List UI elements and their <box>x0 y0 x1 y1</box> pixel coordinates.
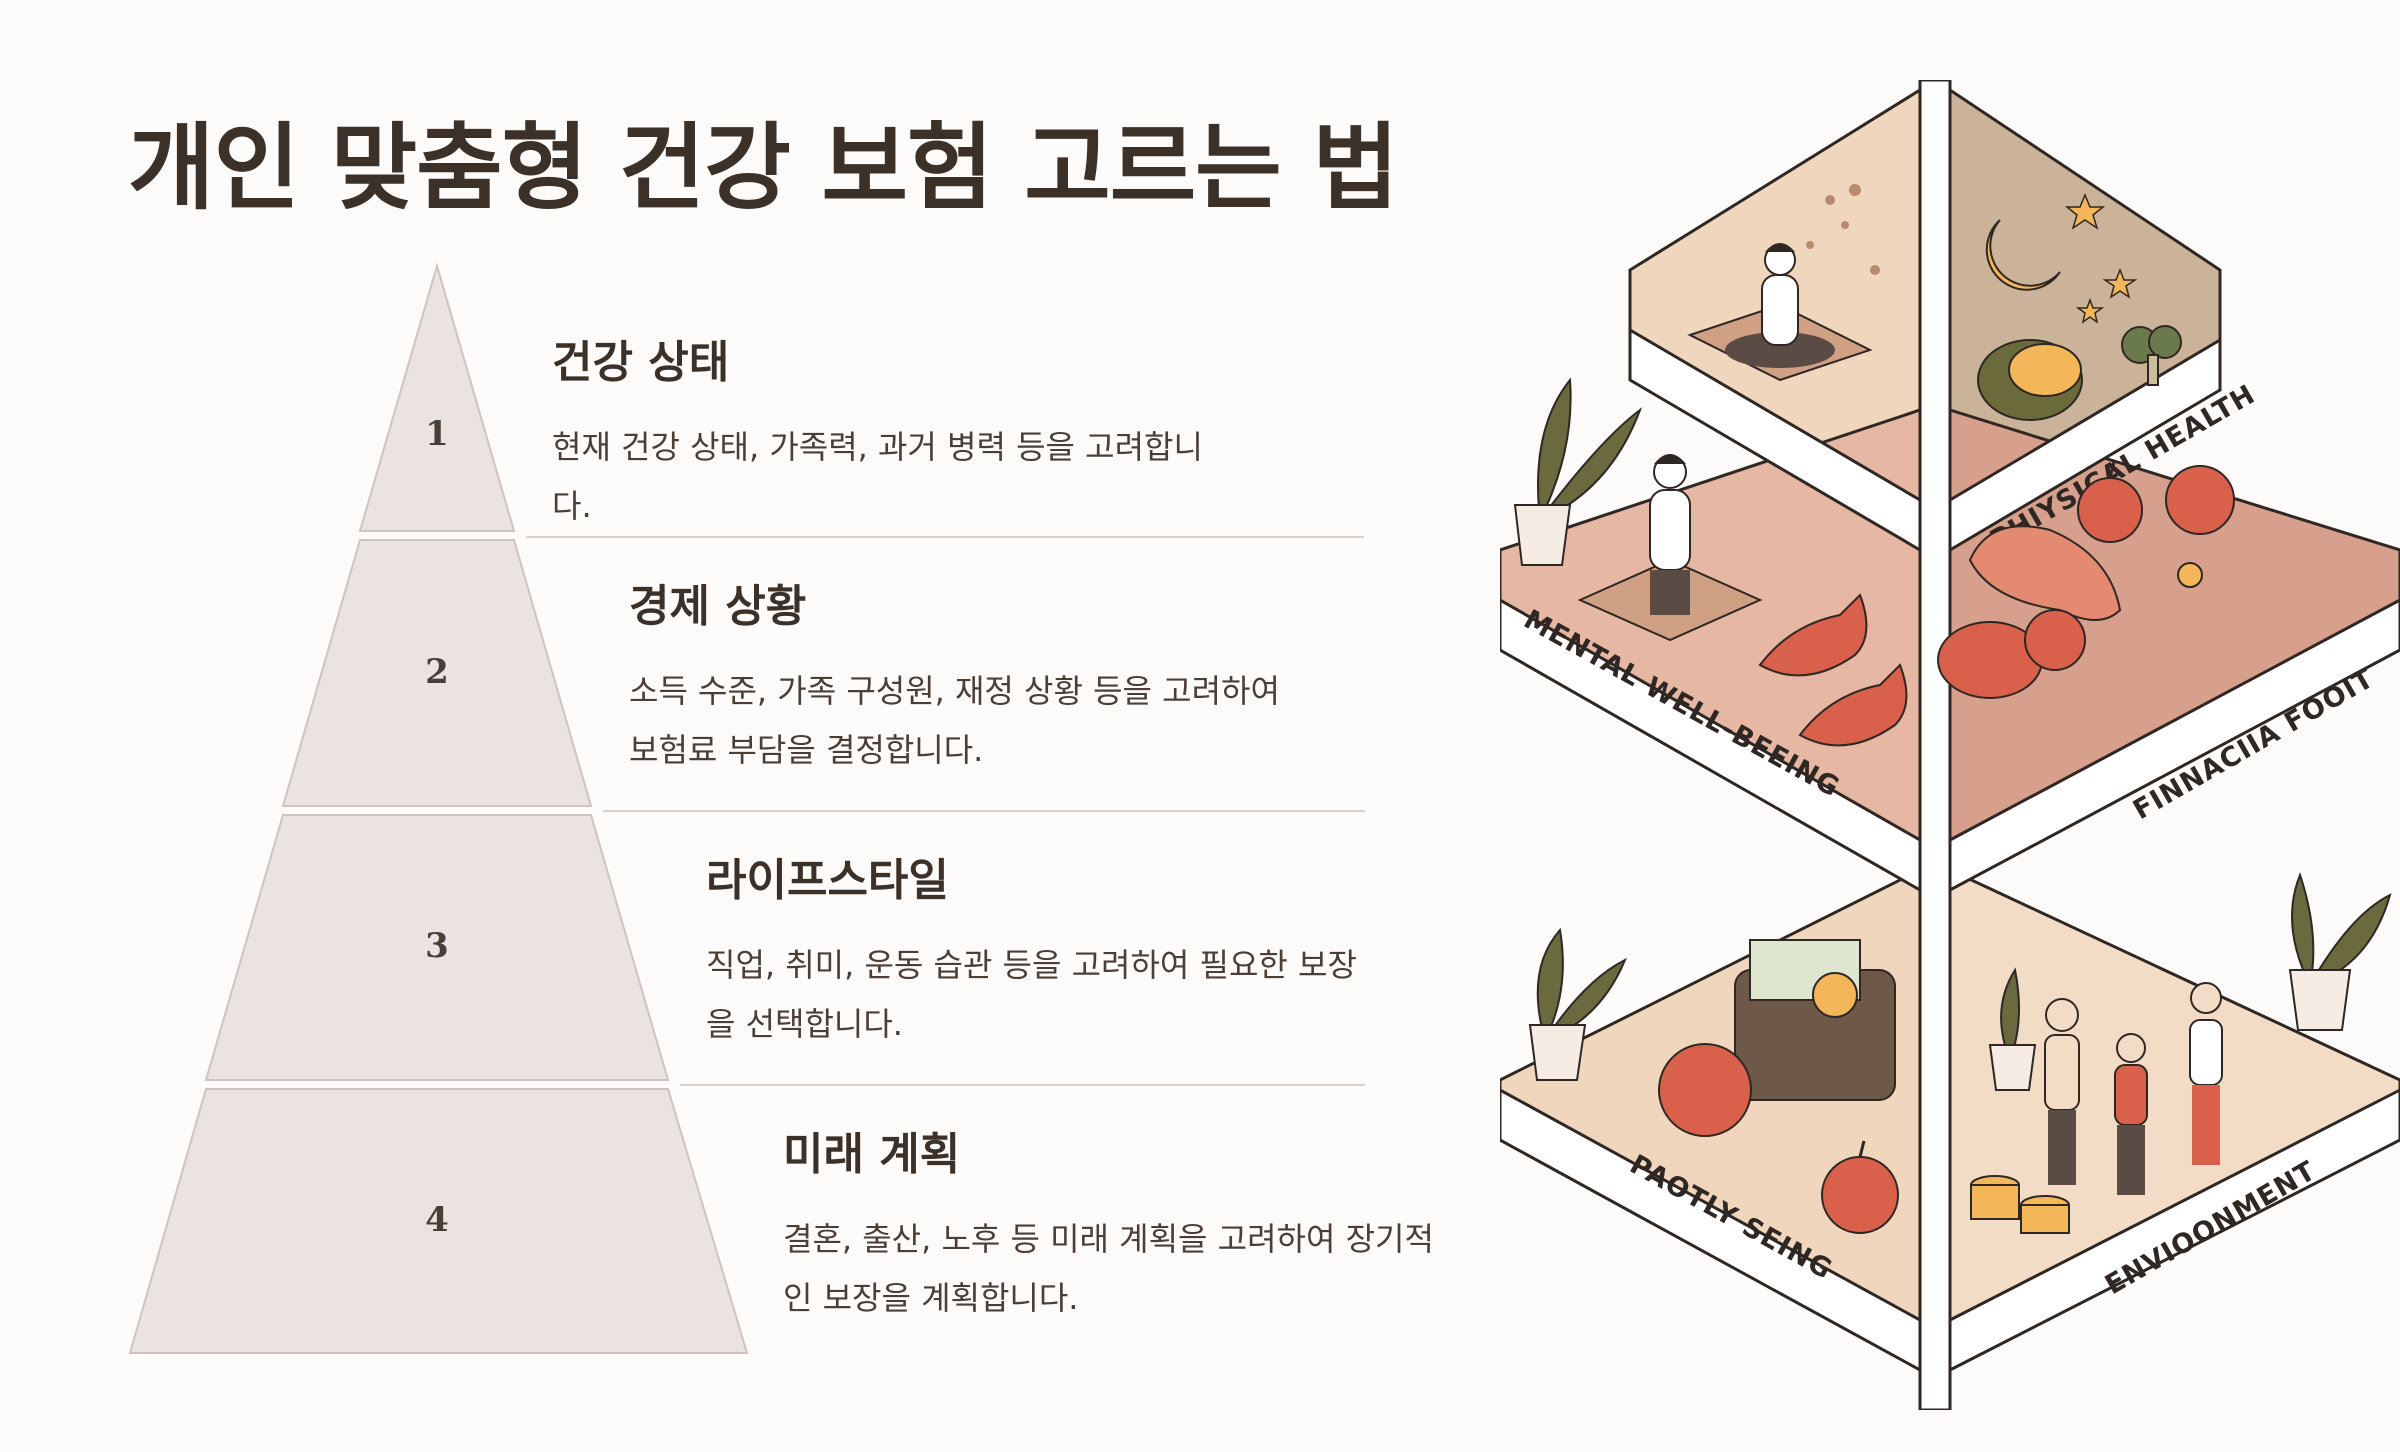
potted-plant-icon <box>1513 377 1643 566</box>
tier-number-2: 2 <box>425 652 449 692</box>
sitting-person-icon <box>1577 454 1763 642</box>
potted-plant-2-icon <box>1528 927 1627 1081</box>
sparkles-icon <box>1806 184 1880 275</box>
wellness-shelf-illustration: MENTAL WELL-BEEING PHIYSICAL HEALTH FINN… <box>1500 80 2400 1410</box>
apple-icon <box>2077 461 2143 543</box>
meditation-person-icon <box>1687 243 1873 382</box>
broccoli-icon <box>2121 325 2182 386</box>
page-title: 개인 맞춤형 건강 보험 고르는 법 <box>128 114 1399 223</box>
separator-3 <box>680 1084 1365 1086</box>
tier-3-description: 직업, 취미, 운동 습관 등을 고려하여 필요한 보장을 선택합니다. <box>706 946 1357 1043</box>
center-divider <box>1918 80 1952 1410</box>
apple-2-icon <box>1658 1043 1752 1137</box>
pyramid-tier-1 <box>358 262 516 532</box>
pyramid-tier-3 <box>204 814 670 1081</box>
coin-icon <box>2177 562 2203 588</box>
apple-3-icon <box>1821 1140 1899 1234</box>
pyramid-tier-4 <box>128 1088 749 1354</box>
meat-icon <box>1937 609 2086 699</box>
moon-icon <box>1985 219 2061 291</box>
separator-1 <box>526 536 1364 538</box>
potted-plant-4-icon <box>1988 967 2037 1091</box>
potted-plant-3-icon <box>2288 872 2392 1031</box>
tier-3-title: 라이프스타일 <box>706 855 949 906</box>
tier-1-title: 건강 상태 <box>552 337 730 388</box>
tier-number-3: 3 <box>425 926 449 966</box>
coin-stack-icon <box>1970 1175 2070 1234</box>
melon-icon <box>1977 339 2083 421</box>
tier-2-description: 소득 수준, 가족 구성원, 재정 상황 등을 고려하여 보험료 부담을 결정합… <box>629 672 1280 769</box>
separator-2 <box>603 810 1365 812</box>
wallet-icon <box>1734 939 1896 1101</box>
tier-1-content: 건강 상태 현재 건강 상태, 가족력, 과거 병력 등을 고려합니다. <box>552 326 1332 536</box>
tier-4-description: 결혼, 출산, 노후 등 미래 계획을 고려하여 장기적인 보장을 계획합니다. <box>783 1220 1434 1317</box>
pyramid-diagram <box>128 262 749 1354</box>
tier-2-content: 경제 상황 소득 수준, 가족 구성원, 재정 상황 등을 고려하여 보험료 부… <box>629 570 1409 780</box>
salmon-icon <box>1968 525 2122 621</box>
tier-number-4: 4 <box>425 1200 449 1240</box>
tomato-icon <box>2165 465 2235 535</box>
tier-1-description: 현재 건강 상태, 가족력, 과거 병력 등을 고려합니다. <box>552 428 1203 525</box>
tier-4-content: 미래 계획 결혼, 출산, 노후 등 미래 계획을 고려하여 장기적인 보장을 … <box>783 1118 1563 1328</box>
tier-2-title: 경제 상황 <box>629 581 807 632</box>
tier-number-1: 1 <box>425 414 449 454</box>
tier-4-title: 미래 계획 <box>783 1129 961 1180</box>
tier-3-content: 라이프스타일 직업, 취미, 운동 습관 등을 고려하여 필요한 보장을 선택합… <box>706 844 1486 1054</box>
family-icon <box>2044 982 2223 1195</box>
sneakers-icon <box>1758 593 1908 747</box>
pyramid-tier-2 <box>281 539 593 807</box>
stars-icon <box>2064 193 2138 324</box>
